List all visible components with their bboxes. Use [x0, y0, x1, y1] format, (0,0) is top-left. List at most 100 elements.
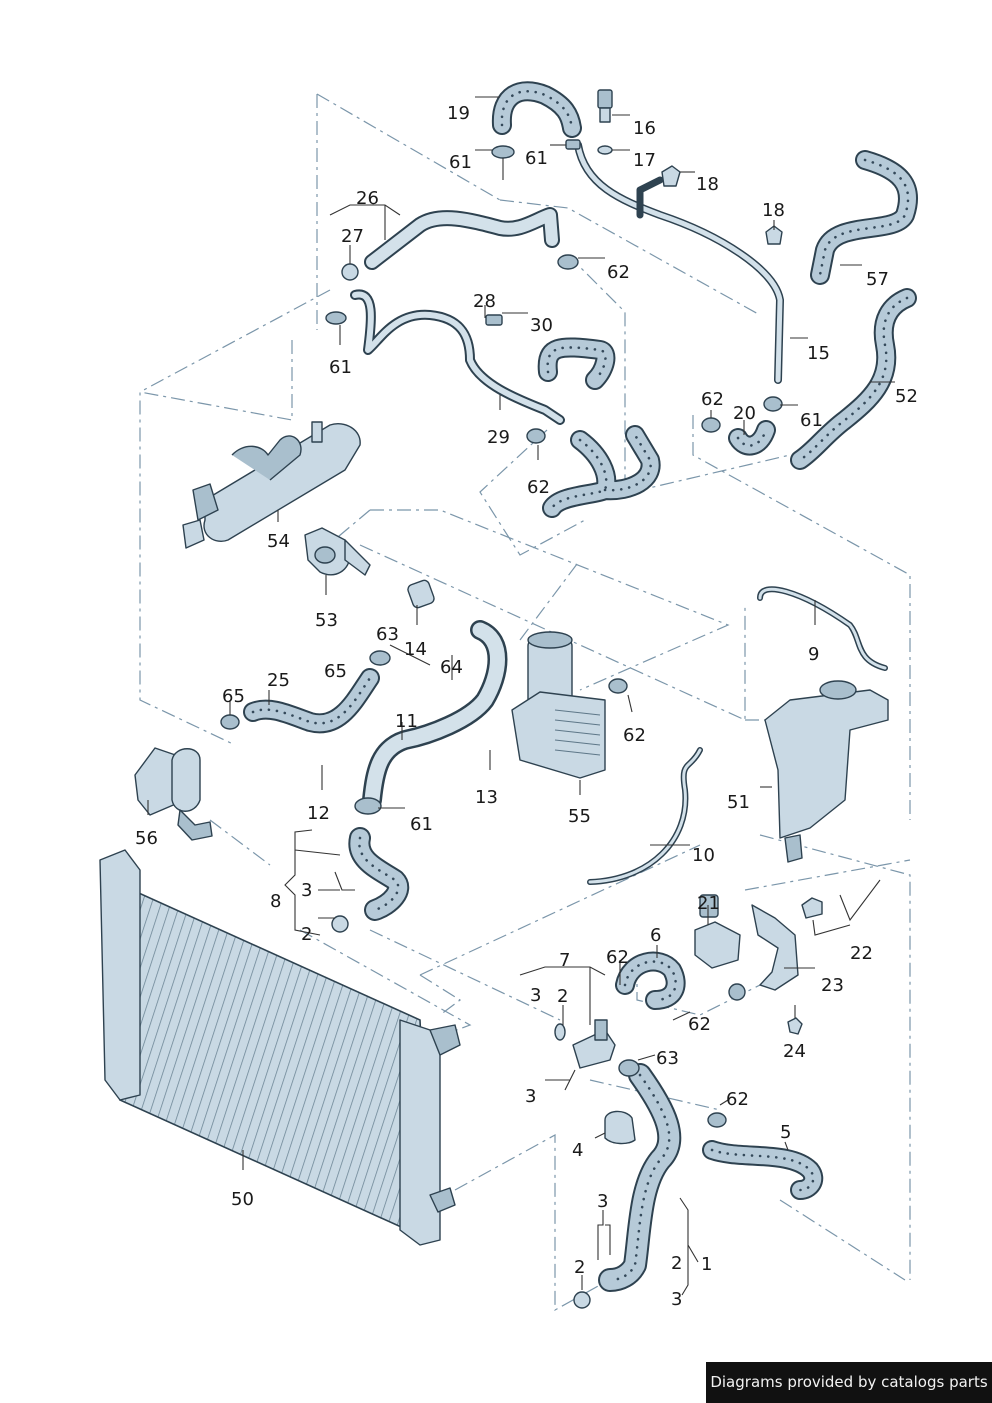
label-62: 62 — [726, 1089, 749, 1110]
pipe-26 — [364, 207, 560, 270]
label-27: 27 — [341, 226, 364, 247]
label-55: 55 — [568, 806, 591, 827]
clamp-4 — [604, 1110, 636, 1145]
label-21: 21 — [697, 893, 720, 914]
label-11: 11 — [395, 711, 418, 732]
label-2: 2 — [574, 1257, 585, 1278]
leader-lines — [147, 96, 895, 1296]
label-3: 3 — [530, 985, 541, 1006]
label-15: 15 — [807, 343, 830, 364]
label-8: 8 — [270, 891, 281, 912]
label-52: 52 — [895, 386, 918, 407]
clamp-62-right — [701, 417, 721, 433]
label-16: 16 — [633, 118, 656, 139]
thermostat-housing — [304, 527, 371, 576]
label-1: 1 — [701, 1254, 712, 1275]
clip-30 — [485, 314, 503, 326]
coolant-temperature-sender — [597, 89, 613, 155]
seal-27 — [341, 263, 359, 281]
label-53: 53 — [315, 610, 338, 631]
connector-14 — [407, 579, 435, 609]
label-18: 18 — [762, 200, 785, 221]
hose-52 — [790, 288, 917, 470]
pipe-11 — [362, 620, 508, 810]
label-62: 62 — [527, 477, 550, 498]
radiator — [99, 849, 461, 1246]
hose-25 — [243, 668, 380, 734]
clamp-62-low — [707, 1112, 727, 1128]
label-17: 17 — [633, 150, 656, 171]
label-28: 28 — [473, 291, 496, 312]
bracket-23 — [751, 904, 799, 991]
label-22: 22 — [850, 943, 873, 964]
label-61: 61 — [449, 152, 472, 173]
clamp-62-mid — [526, 428, 546, 444]
label-19: 19 — [447, 103, 470, 124]
nut-24 — [787, 1017, 803, 1035]
hose-8 — [348, 827, 410, 921]
label-26: 26 — [356, 188, 379, 209]
label-64: 64 — [440, 657, 463, 678]
clamp-65 — [220, 714, 240, 730]
label-63: 63 — [656, 1048, 679, 1069]
label-2: 2 — [301, 924, 312, 945]
label-62: 62 — [701, 389, 724, 410]
label-7: 7 — [559, 950, 570, 971]
hose-clamps — [220, 139, 783, 1309]
label-3: 3 — [525, 1086, 536, 1107]
clamp-62-oil — [608, 678, 628, 694]
auxiliary-coolant-pump — [694, 894, 741, 969]
components — [99, 89, 889, 1246]
credit-banner: Diagrams provided by catalogs parts — [706, 1362, 992, 1403]
clamp-62-upper — [557, 254, 579, 270]
label-61: 61 — [329, 357, 352, 378]
label-65: 65 — [222, 686, 245, 707]
label-3: 3 — [597, 1191, 608, 1212]
clamp-61-right — [763, 396, 783, 412]
label-54: 54 — [267, 531, 290, 552]
pipe-10 — [587, 747, 703, 885]
label-9: 9 — [808, 644, 819, 665]
hose-5 — [702, 1140, 824, 1200]
seal-2-low — [573, 1291, 591, 1309]
label-57: 57 — [866, 269, 889, 290]
coolant-expansion-tank — [764, 680, 889, 863]
pipe-9 — [757, 586, 888, 671]
rubber-mount-22 — [801, 897, 823, 919]
label-13: 13 — [475, 787, 498, 808]
rigid-pipes — [350, 141, 888, 885]
label-10: 10 — [692, 845, 715, 866]
oil-filter-cooler — [511, 631, 606, 779]
label-5: 5 — [780, 1122, 791, 1143]
hose-6 — [615, 951, 686, 1010]
clamp-61-left — [325, 311, 347, 325]
label-18: 18 — [696, 174, 719, 195]
label-56: 56 — [135, 828, 158, 849]
label-30: 30 — [530, 315, 553, 336]
coolant-pump-valve — [134, 747, 213, 841]
seal-2-mid — [554, 1023, 566, 1041]
label-65: 65 — [324, 661, 347, 682]
label-3: 3 — [301, 880, 312, 901]
grommet-18b — [765, 225, 783, 245]
label-14: 14 — [404, 639, 427, 660]
label-61: 61 — [800, 410, 823, 431]
label-51: 51 — [727, 792, 750, 813]
label-25: 25 — [267, 670, 290, 691]
label-62: 62 — [688, 1014, 711, 1035]
label-61: 61 — [525, 148, 548, 169]
label-3: 3 — [671, 1289, 682, 1310]
label-2: 2 — [557, 986, 568, 1007]
label-29: 29 — [487, 427, 510, 448]
clamp-63-lower — [618, 1059, 640, 1077]
seal-2-left — [331, 915, 349, 933]
label-12: 12 — [307, 803, 330, 824]
clamp-62-aux — [728, 983, 746, 1001]
label-4: 4 — [572, 1140, 583, 1161]
label-61: 61 — [410, 814, 433, 835]
label-2: 2 — [671, 1253, 682, 1274]
label-62: 62 — [623, 725, 646, 746]
label-63: 63 — [376, 624, 399, 645]
label-6: 6 — [650, 925, 661, 946]
